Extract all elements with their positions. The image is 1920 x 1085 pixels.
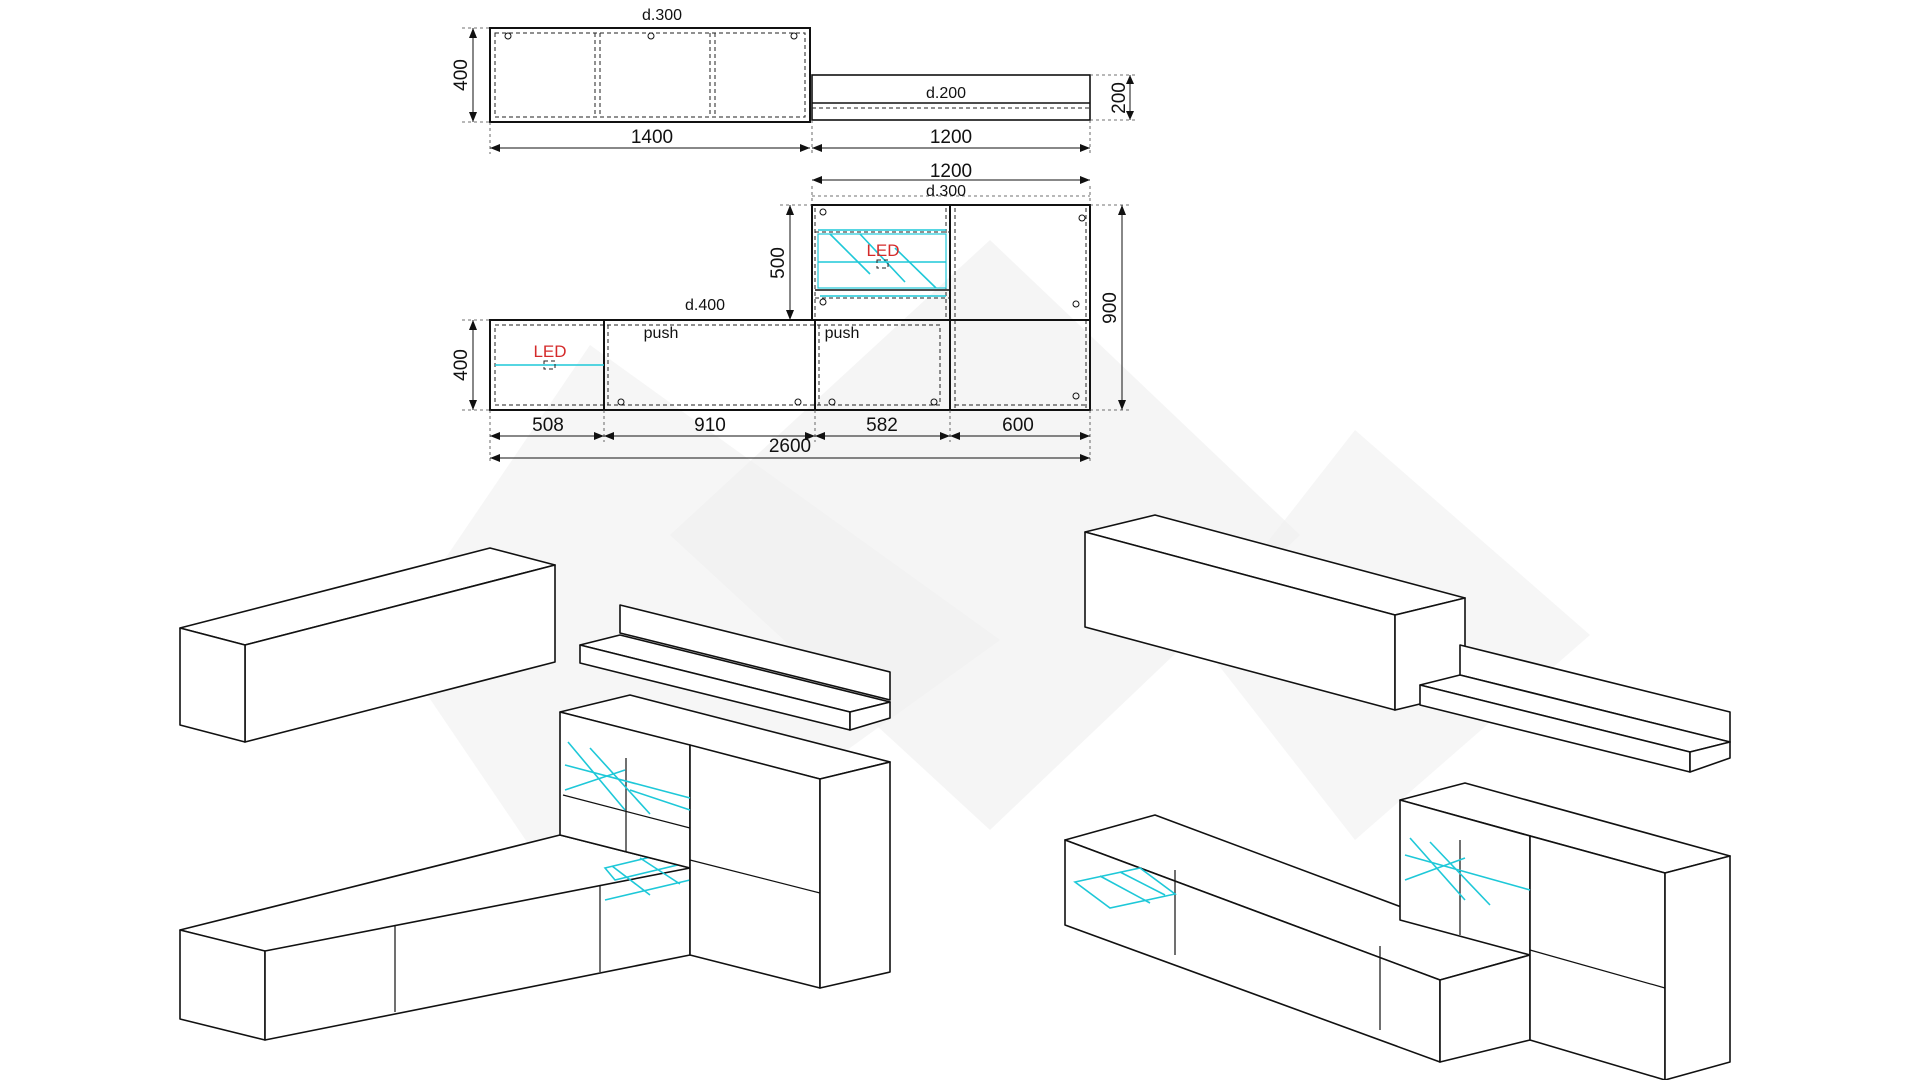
- shelf-height: 200: [1109, 82, 1130, 114]
- push-label-1: push: [644, 325, 679, 342]
- highboard-upper-height: 500: [768, 247, 789, 279]
- elevation-wall-cabinet: d.300 400 1400: [451, 7, 811, 154]
- shelf-depth: d.200: [926, 85, 966, 102]
- wall-cabinet-width: 1400: [631, 127, 673, 148]
- led-label-highboard: LED: [866, 241, 899, 260]
- width-dimensions: 508 910 582 600 2600: [489, 410, 1091, 462]
- highboard-width: 1200: [930, 161, 972, 182]
- isometric-view-right: [1064, 514, 1731, 1081]
- wall-cabinet-depth: d.300: [642, 7, 682, 24]
- lowboard-height: 400: [451, 349, 472, 381]
- led-label-lowboard: LED: [533, 342, 566, 361]
- push-label-2: push: [825, 325, 860, 342]
- width-segment-2: 910: [694, 415, 726, 436]
- width-segment-1: 508: [532, 415, 564, 436]
- isometric-view-left: [179, 547, 891, 1041]
- highboard-depth: d.300: [926, 183, 966, 200]
- elevation-shelf: d.200 200 1200: [811, 74, 1138, 154]
- lowboard-depth: d.400: [685, 297, 725, 314]
- total-height: 900: [1100, 292, 1121, 324]
- wall-cabinet-height: 400: [451, 59, 472, 91]
- shelf-width: 1200: [930, 127, 972, 148]
- width-segment-3: 582: [866, 415, 898, 436]
- width-segment-4: 600: [1002, 415, 1034, 436]
- total-width: 2600: [769, 436, 811, 457]
- elevation-highboard: 1200 d.300 LED: [768, 161, 1130, 411]
- elevation-lowboard: d.400 LED push push 400: [451, 297, 951, 411]
